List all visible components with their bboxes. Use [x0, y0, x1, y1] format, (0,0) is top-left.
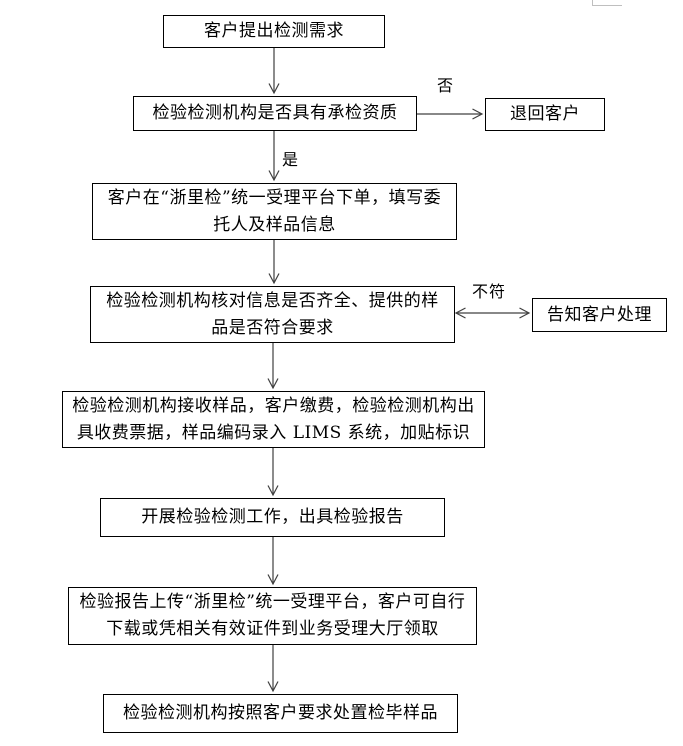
- edge-label-mismatch: 不符: [472, 282, 507, 302]
- flow-node-dispose-sample: 检验检测机构按照客户要求处置检毕样品: [103, 694, 458, 733]
- table-corner-fragment: [592, 0, 622, 6]
- flow-node-return-customer: 退回客户: [485, 98, 605, 131]
- flow-node-notify-customer: 告知客户处理: [532, 298, 667, 332]
- flow-node-place-order: 客户在“浙里检”统一受理平台下单，填写委托人及样品信息: [92, 183, 457, 240]
- edge-label-no: 否: [437, 76, 455, 96]
- flow-node-qualification-check: 检验检测机构是否具有承检资质: [133, 96, 417, 131]
- edge-label-yes: 是: [282, 150, 300, 170]
- flow-node-upload-report: 检验报告上传“浙里检”统一受理平台，客户可自行下载或凭相关有效证件到业务受理大厅…: [68, 587, 477, 645]
- flow-node-verify-info: 检验检测机构核对信息是否齐全、提供的样品是否符合要求: [90, 286, 455, 343]
- flow-node-start: 客户提出检测需求: [163, 15, 385, 48]
- flow-node-conduct-test: 开展检验检测工作，出具检验报告: [100, 498, 445, 537]
- flow-node-receive-sample: 检验检测机构接收样品，客户缴费，检验检测机构出具收费票据，样品编码录入 LIMS…: [62, 391, 485, 448]
